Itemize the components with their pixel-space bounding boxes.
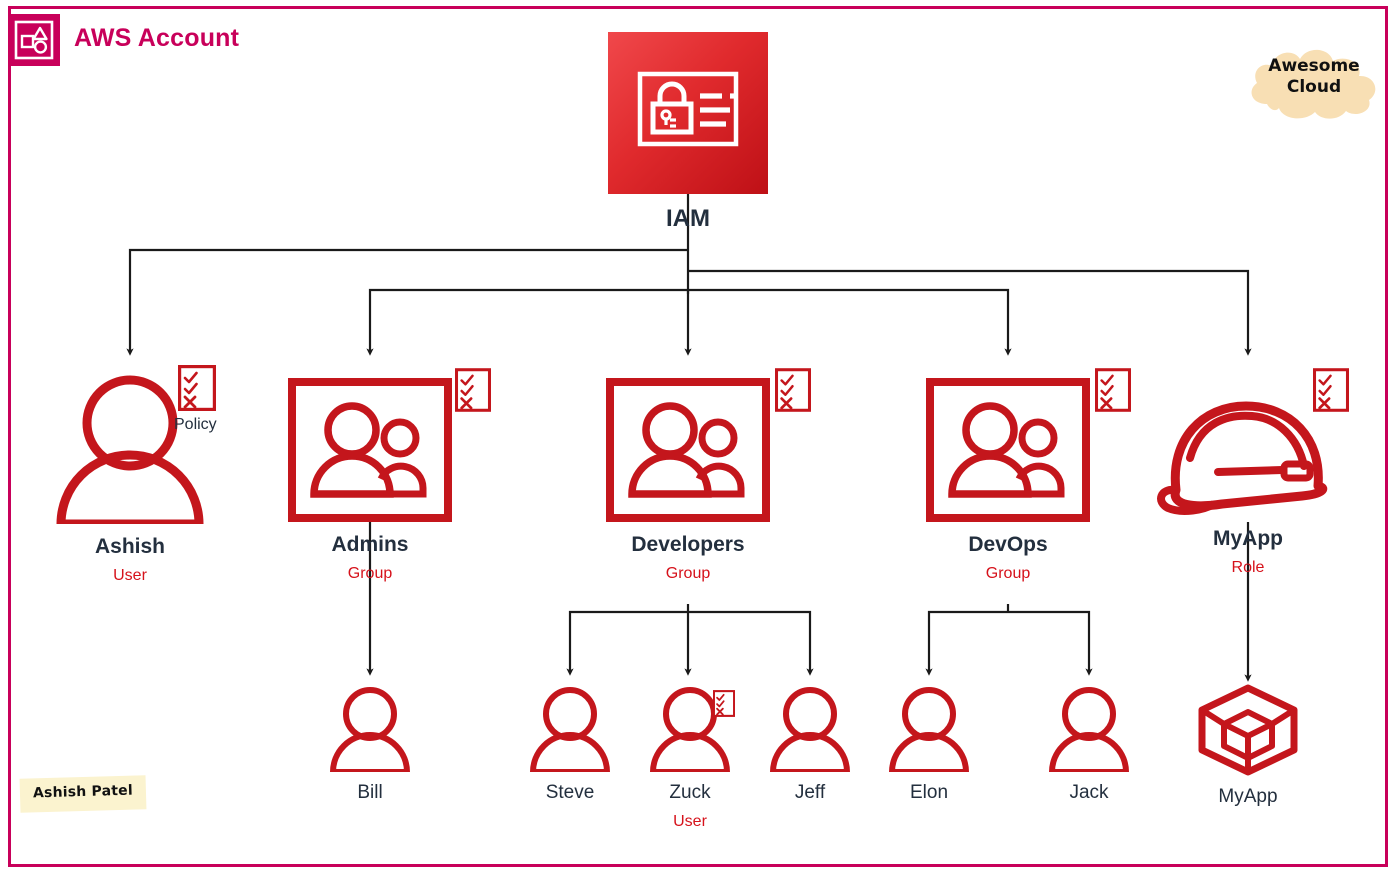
user-icon [55,372,205,529]
policy-badge-developers[interactable] [775,368,811,417]
node-developers[interactable]: Developers Group [606,378,770,583]
node-type-ashish: User [113,567,147,585]
awesome-cloud-logo: Awesome Cloud [1243,42,1385,122]
node-bill[interactable]: Bill [329,686,411,813]
node-label-steve: Steve [545,782,595,803]
aws-account-frame [8,6,1388,867]
aws-account-shapes-icon [8,14,60,66]
iam-padlock-card-icon [608,32,768,194]
node-type-devops: Group [985,565,1031,583]
user-icon [888,686,970,777]
node-label-jeff: Jeff [794,782,826,803]
node-jack[interactable]: Jack [1048,686,1130,813]
node-label-devops: DevOps [968,533,1048,556]
cloud-logo-line2: Cloud [1286,77,1342,98]
node-label-zuck: Zuck [669,782,711,803]
policy-badge-admins[interactable] [455,368,491,417]
policy-badge-myapp-role[interactable] [1313,368,1349,417]
node-myapp-role[interactable]: MyApp Role [1152,386,1344,577]
node-admins[interactable]: Admins Group [288,378,452,583]
node-myapp-cube[interactable]: MyApp [1194,684,1302,817]
page-title: AWS Account [74,24,240,52]
cube-icon [1194,684,1302,781]
cloud-logo-text: Awesome Cloud [1243,56,1385,99]
node-label-developers: Developers [631,533,745,556]
user-icon [329,686,411,777]
author-watermark-text: Ashish Patel [32,782,134,802]
service-node-iam[interactable]: IAM [608,32,768,232]
author-watermark: Ashish Patel [19,775,147,813]
node-steve[interactable]: Steve [529,686,611,813]
node-jeff[interactable]: Jeff [769,686,851,813]
node-label-myapp-cube: MyApp [1218,786,1278,807]
node-elon[interactable]: Elon [888,686,970,813]
policy-badge-devops[interactable] [1095,368,1131,417]
group-icon [606,378,770,527]
node-devops[interactable]: DevOps Group [926,378,1090,583]
node-label-ashish: Ashish [94,535,165,558]
group-icon [926,378,1090,527]
node-type-developers: Group [665,565,711,583]
user-icon [529,686,611,777]
node-label-jack: Jack [1069,782,1109,803]
cloud-logo-line1: Awesome [1268,56,1360,76]
node-label-bill: Bill [357,782,383,803]
policy-badge-zuck[interactable] [712,690,736,722]
node-label-myapp-role: MyApp [1213,527,1283,550]
group-icon [288,378,452,527]
policy-badge-ashish[interactable] [178,365,216,416]
node-zuck[interactable]: Zuck User [649,686,731,830]
policy-badge-label: Policy [174,416,217,433]
node-label-elon: Elon [909,782,949,803]
user-icon [769,686,851,777]
node-ashish[interactable]: Ashish User [55,372,205,585]
user-icon [1048,686,1130,777]
iam-label: IAM [666,205,710,232]
role-helmet-icon [1152,386,1344,521]
node-type-admins: Group [347,565,393,583]
node-type-zuck: User [673,812,707,830]
node-type-myapp-role: Role [1231,559,1265,577]
node-label-admins: Admins [331,533,409,556]
